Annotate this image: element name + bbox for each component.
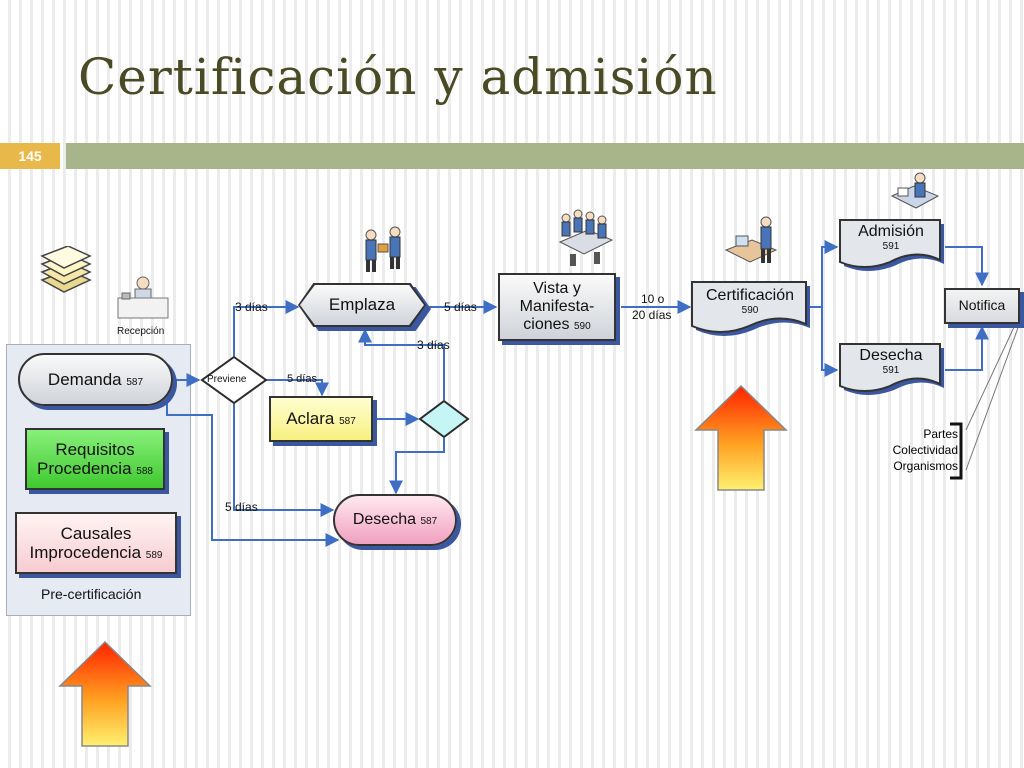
edge-label-5-dias: 5 días xyxy=(287,373,317,385)
up-arrow-icon xyxy=(694,384,788,491)
desecha-591-document-shape xyxy=(839,343,944,395)
partes-list: Partes Colectividad Organismos xyxy=(892,427,958,473)
emplaza-node: Emplaza xyxy=(300,285,424,325)
up-arrow-icon xyxy=(58,640,152,747)
admission-office-icon xyxy=(890,172,940,209)
people-exchange-icon xyxy=(365,226,401,272)
precert-label: Pre-certificación xyxy=(41,586,142,602)
edge-label-20-dias: 20 días xyxy=(632,308,672,322)
certification-desk-icon xyxy=(724,216,778,263)
demanda-node: Demanda 587 xyxy=(18,353,173,406)
certificacion-node: Certificación 590 xyxy=(705,287,795,317)
certificacion-document-shape xyxy=(691,281,810,336)
recepcion-label: Recepción xyxy=(117,326,165,337)
desecha-591-node: Desecha 591 xyxy=(859,347,923,377)
admision-node: Admisión 591 xyxy=(858,223,924,253)
title-bar xyxy=(66,143,1024,169)
edge-label-3-dias: 3 días xyxy=(417,338,450,352)
meeting-table-icon xyxy=(558,209,614,266)
documents-stack-icon xyxy=(40,246,92,293)
slide-title: Certificación y admisión xyxy=(78,48,718,106)
reception-desk-icon xyxy=(117,276,169,319)
causales-node: Causales Improcedencia 589 xyxy=(15,512,177,574)
slide-number: 145 xyxy=(0,143,60,169)
previene-label: Previene xyxy=(207,374,247,385)
vista-manifestaciones-node: Vista y Manifesta- ciones 590 xyxy=(498,273,616,341)
requisitos-node: Requisitos Procedencia 588 xyxy=(25,428,165,490)
aclara-node: Aclara 587 xyxy=(269,396,373,442)
admision-document-shape xyxy=(839,219,944,271)
edge-label-3-dias: 3 días xyxy=(235,300,268,314)
notifica-node: Notifica xyxy=(944,288,1020,324)
edge-label-10-o: 10 o xyxy=(641,292,665,306)
desecha-587-node: Desecha 587 xyxy=(333,494,457,546)
edge-label-5-dias: 5 días xyxy=(225,500,258,514)
edge-label-5-dias: 5 días xyxy=(444,300,477,314)
